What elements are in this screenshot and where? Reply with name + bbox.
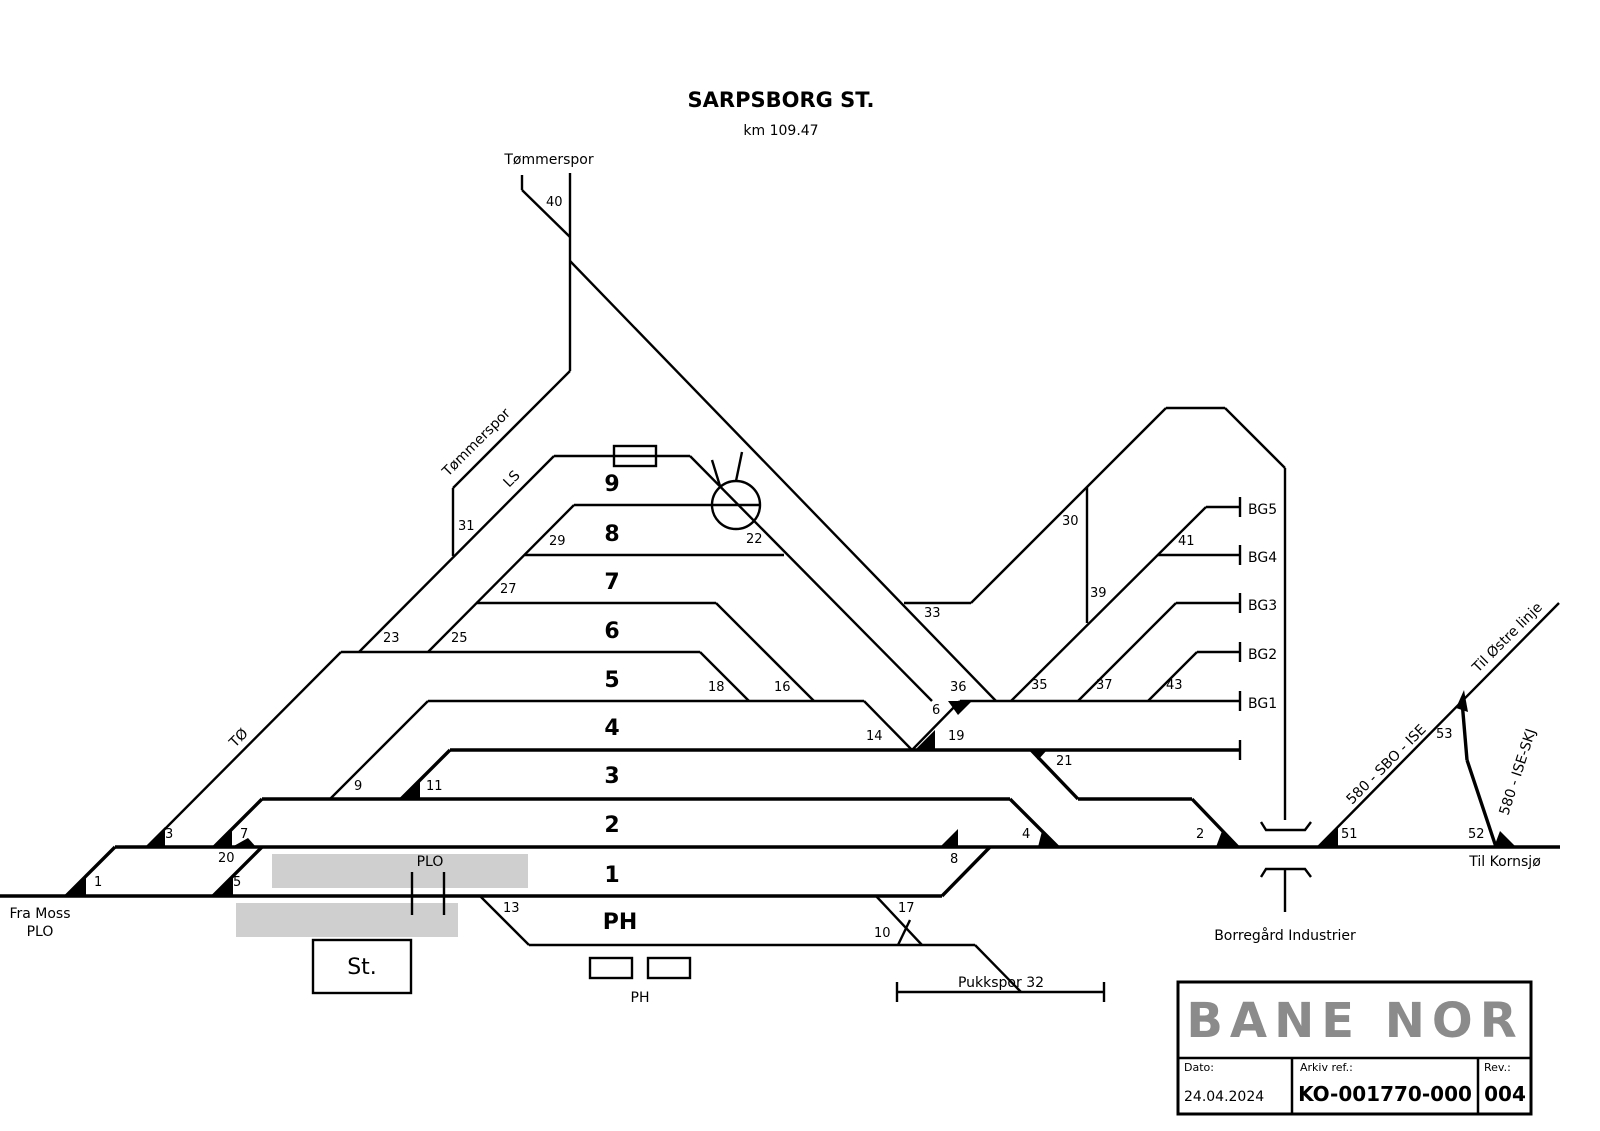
switch-25: 25 bbox=[451, 631, 468, 646]
date-label: Dato: bbox=[1184, 1061, 1214, 1074]
switch-10: 10 bbox=[874, 926, 891, 941]
switch-8: 8 bbox=[950, 852, 958, 867]
tommerspor-tracks bbox=[451, 173, 572, 556]
switch-22: 22 bbox=[746, 532, 763, 547]
switch-18: 18 bbox=[708, 680, 725, 695]
switch-37: 37 bbox=[1096, 678, 1113, 693]
ph-building-left bbox=[588, 956, 634, 980]
switch-33: 33 bbox=[924, 606, 941, 621]
line-580-skj-label: 580 - ISE-SKJ bbox=[1497, 727, 1540, 817]
plo-left-label: PLO bbox=[27, 924, 54, 940]
switch-30: 30 bbox=[1062, 514, 1079, 529]
bg2-label: BG2 bbox=[1248, 647, 1277, 663]
switch-16: 16 bbox=[774, 680, 791, 695]
track-ph-label: PH bbox=[603, 910, 638, 935]
track-2-line bbox=[212, 797, 1060, 849]
switch-40: 40 bbox=[546, 195, 563, 210]
tommerspor-diag-label: Tømmerspor bbox=[439, 405, 514, 480]
platform-lower bbox=[236, 903, 458, 937]
track-8-label: 8 bbox=[604, 522, 619, 547]
track-ph-line bbox=[479, 895, 1106, 1002]
bane-nor-logo: BANE NOR bbox=[1186, 993, 1523, 1049]
switch-31: 31 bbox=[458, 519, 475, 534]
switch-4: 4 bbox=[1022, 827, 1030, 842]
switch-9: 9 bbox=[354, 779, 362, 794]
switch-7: 7 bbox=[240, 827, 248, 842]
switch-19: 19 bbox=[948, 729, 965, 744]
bg5-label: BG5 bbox=[1248, 502, 1277, 518]
track-3-line bbox=[399, 740, 1242, 849]
platform-plo bbox=[272, 854, 528, 888]
switch-52: 52 bbox=[1468, 827, 1485, 842]
track-3-label: 3 bbox=[604, 764, 619, 789]
switch-53: 53 bbox=[1436, 727, 1453, 742]
track-7-label: 7 bbox=[604, 570, 619, 595]
bg4-label: BG4 bbox=[1248, 550, 1277, 566]
bg3-label: BG3 bbox=[1248, 598, 1277, 614]
switch-numbers: 1 2 3 4 5 6 7 8 9 10 11 13 14 16 17 18 1… bbox=[94, 195, 1485, 941]
switch-17: 17 bbox=[898, 901, 915, 916]
switch-29: 29 bbox=[549, 534, 566, 549]
switch-11: 11 bbox=[426, 779, 443, 794]
archive-label: Arkiv ref.: bbox=[1300, 1061, 1353, 1074]
borregard-crossing bbox=[1259, 821, 1312, 912]
switch-6: 6 bbox=[932, 703, 940, 718]
switch-14: 14 bbox=[866, 729, 883, 744]
switch-23: 23 bbox=[383, 631, 400, 646]
bg-tracks bbox=[904, 406, 1287, 820]
ls-label: LS bbox=[501, 468, 524, 491]
rev-label: Rev.: bbox=[1484, 1061, 1511, 1074]
track-6-line bbox=[146, 650, 750, 848]
rev-value: 004 bbox=[1484, 1082, 1526, 1106]
switch-markers bbox=[66, 690, 1516, 896]
switch-43: 43 bbox=[1166, 678, 1183, 693]
switch-36: 36 bbox=[950, 680, 967, 695]
track-1-label: 1 bbox=[604, 863, 619, 888]
ostre-linje-tracks bbox=[1317, 602, 1560, 848]
station-building bbox=[311, 938, 413, 995]
switch-3: 3 bbox=[165, 827, 173, 842]
fra-moss-label: Fra Moss bbox=[9, 906, 70, 922]
tommerspor-top-label: Tømmerspor bbox=[503, 152, 594, 168]
track-4-5-lines bbox=[329, 691, 1242, 800]
track-6-label: 6 bbox=[604, 619, 619, 644]
plo-platform-label: PLO bbox=[417, 854, 444, 870]
switch-41: 41 bbox=[1178, 534, 1195, 549]
switch-1: 1 bbox=[94, 875, 102, 890]
archive-value: KO-001770-000 bbox=[1298, 1082, 1472, 1106]
station-title: SARPSBORG ST. bbox=[688, 88, 875, 112]
station-km: km 109.47 bbox=[743, 123, 818, 139]
track-7-line bbox=[427, 504, 815, 702]
ph-building-right bbox=[646, 956, 692, 980]
track-2-label: 2 bbox=[604, 813, 619, 838]
switch-20: 20 bbox=[218, 851, 235, 866]
switch-39: 39 bbox=[1090, 586, 1107, 601]
turntable-icon bbox=[612, 444, 762, 531]
pukkspor-label: Pukkspor 32 bbox=[958, 975, 1044, 991]
track-8-9-lines bbox=[358, 260, 997, 702]
title-block: BANE NOR Dato: 24.04.2024 Arkiv ref.: KO… bbox=[1176, 980, 1533, 1116]
station-label: St. bbox=[347, 955, 377, 980]
bg1-label: BG1 bbox=[1248, 696, 1277, 712]
date-value: 24.04.2024 bbox=[1184, 1089, 1264, 1105]
switch-51: 51 bbox=[1341, 827, 1358, 842]
track-4-label: 4 bbox=[604, 716, 619, 741]
switch-5: 5 bbox=[233, 875, 241, 890]
borregard-label: Borregård Industrier bbox=[1214, 927, 1356, 944]
switch-21: 21 bbox=[1056, 754, 1073, 769]
switch-2: 2 bbox=[1196, 827, 1204, 842]
to-label: TØ bbox=[226, 726, 252, 752]
switch-27: 27 bbox=[500, 582, 517, 597]
track-9-label: 9 bbox=[604, 472, 619, 497]
track-5-label: 5 bbox=[604, 668, 619, 693]
switch-13: 13 bbox=[503, 901, 520, 916]
switch-35: 35 bbox=[1031, 678, 1048, 693]
line-580-sbo-label: 580 - SBO - ISE bbox=[1344, 722, 1430, 808]
til-ostre-label: Til Østre linje bbox=[1469, 600, 1546, 677]
til-kornsjo-label: Til Kornsjø bbox=[1468, 854, 1541, 870]
ph-building-label: PH bbox=[631, 990, 650, 1006]
